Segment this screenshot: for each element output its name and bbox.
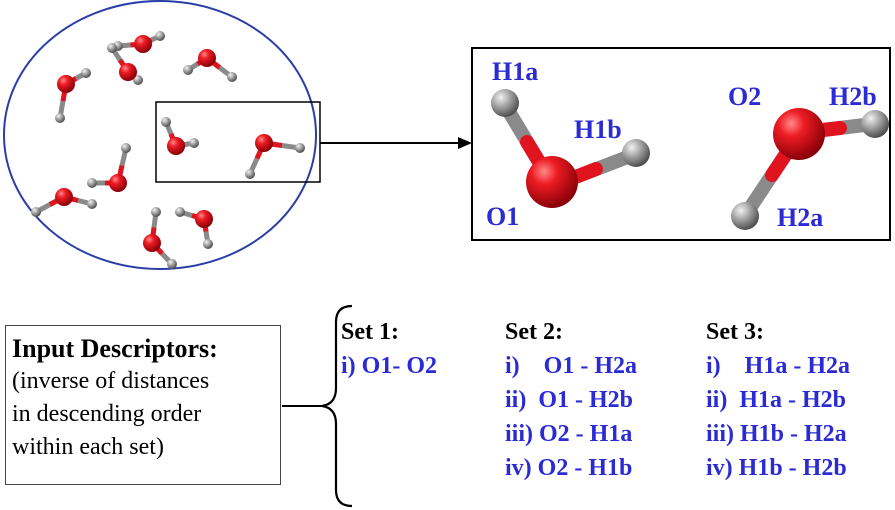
water-molecule-1 xyxy=(491,89,650,208)
set-3-title: Set 3: xyxy=(706,319,764,345)
hydrogen-atom xyxy=(133,75,143,85)
water-molecules xyxy=(31,31,305,269)
descriptors-line-2: in descending order xyxy=(12,401,202,427)
set-3: Set 3: i) H1a - H2a ii) H1a - H2b iii) H… xyxy=(706,315,850,485)
set-3-item-3: iii) H1b - H2a xyxy=(706,421,847,447)
descriptors-line-3: within each set) xyxy=(12,434,164,460)
water-molecule-small xyxy=(161,117,199,155)
water-molecule-small xyxy=(183,49,237,82)
hydrogen-atom xyxy=(161,117,171,127)
set-2: Set 2: i) O1 - H2a ii) O1 - H2b iii) O2 … xyxy=(505,315,637,485)
hydrogen-atom xyxy=(155,31,165,41)
label-o2: O2 xyxy=(728,82,761,111)
oxygen-atom xyxy=(57,75,75,93)
hydrogen-h2a xyxy=(731,202,759,230)
set-1: Set 1: i) O1- O2 xyxy=(341,315,437,383)
oxygen-atom xyxy=(119,63,137,81)
zoom-box xyxy=(471,47,891,241)
label-o1: O1 xyxy=(486,202,519,231)
oxygen-atom xyxy=(198,49,216,67)
oxygen-o2 xyxy=(773,108,825,160)
hydrogen-h1b xyxy=(622,139,650,167)
input-descriptors-box: Input Descriptors: (inverse of distances… xyxy=(5,325,281,485)
hydrogen-atom xyxy=(183,65,193,75)
hydrogen-atom xyxy=(81,68,91,78)
set-2-item-2: ii) O1 - H2b xyxy=(505,387,634,413)
set-3-item-2: ii) H1a - H2b xyxy=(706,387,847,413)
set-3-item-1: i) H1a - H2a xyxy=(706,353,850,379)
label-h1a: H1a xyxy=(492,57,538,86)
water-molecule-2 xyxy=(731,108,889,230)
set-1-item-1: i) O1- O2 xyxy=(341,353,437,379)
hydrogen-h2b xyxy=(861,110,889,138)
label-h2b: H2b xyxy=(829,82,877,111)
oxygen-atom xyxy=(143,234,161,252)
oxygen-atom xyxy=(167,137,185,155)
hydrogen-h1a xyxy=(491,89,519,117)
oxygen-atom xyxy=(109,174,127,192)
water-molecule-small xyxy=(55,68,91,123)
hydrogen-atom xyxy=(55,113,65,123)
water-molecule-small xyxy=(107,43,143,85)
water-molecule-small xyxy=(143,207,177,269)
set-2-item-1: i) O1 - H2a xyxy=(505,353,637,379)
oxygen-o1 xyxy=(526,156,578,208)
oxygen-atom xyxy=(195,210,213,228)
hydrogen-atom xyxy=(107,43,117,53)
hydrogen-atom xyxy=(151,207,161,217)
set-2-title: Set 2: xyxy=(505,319,563,345)
label-h2a: H2a xyxy=(777,203,823,232)
hydrogen-atom xyxy=(203,239,213,249)
set-2-item-4: iv) O2 - H1b xyxy=(505,455,633,481)
hydrogen-atom xyxy=(31,207,41,217)
hydrogen-atom xyxy=(295,143,305,153)
descriptors-title: Input Descriptors: xyxy=(12,334,218,363)
label-h1b: H1b xyxy=(574,115,622,144)
water-molecule-small xyxy=(175,207,213,249)
oxygen-atom xyxy=(55,188,73,206)
set-2-item-3: iii) O2 - H1a xyxy=(505,421,633,447)
water-molecule-small xyxy=(87,143,131,192)
hydrogen-atom xyxy=(227,72,237,82)
set-3-item-4: iv) H1b - H2b xyxy=(706,455,847,481)
hydrogen-atom xyxy=(189,138,199,148)
water-molecule-small xyxy=(113,31,165,53)
hydrogen-atom xyxy=(121,143,131,153)
hydrogen-atom xyxy=(245,169,255,179)
hydrogen-atom xyxy=(87,199,97,209)
oxygen-atom xyxy=(255,134,273,152)
zoom-arrow-head xyxy=(458,137,472,149)
set-1-title: Set 1: xyxy=(341,319,399,345)
descriptors-line-1: (inverse of distances xyxy=(12,368,210,394)
oxygen-atom xyxy=(134,35,152,53)
water-molecule-small xyxy=(245,134,305,179)
water-molecule-small xyxy=(31,188,97,217)
hydrogen-atom xyxy=(167,259,177,269)
water-sample-circle xyxy=(3,0,317,270)
hydrogen-atom xyxy=(87,178,97,188)
hydrogen-atom xyxy=(175,207,185,217)
